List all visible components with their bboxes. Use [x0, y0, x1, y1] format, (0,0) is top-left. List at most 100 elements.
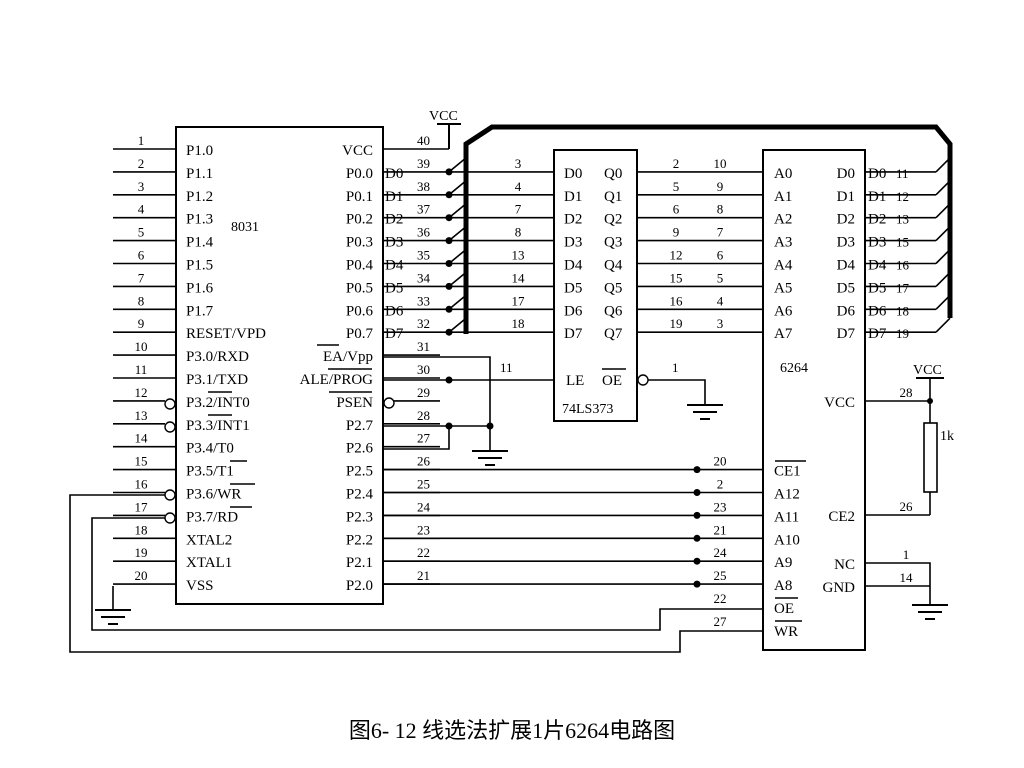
bus-tap-right: [935, 271, 951, 287]
sram-high-label: A10: [774, 532, 800, 548]
mcu-right-pin-label: ALE/PROG: [300, 372, 374, 388]
bus-tap-left: [448, 294, 467, 310]
sram-data-number: 18: [896, 303, 909, 318]
sram-high-label: A8: [774, 578, 792, 594]
mcu-left-pin-number: 11: [135, 362, 148, 377]
sram-data-label: D7: [837, 326, 856, 342]
mcu-left-pin-number: 8: [138, 293, 145, 308]
sram-data-net-label: D1: [868, 189, 886, 205]
mcu-8031: 8031 1P1.02P1.13P1.24P1.35P1.46P1.57P1.6…: [113, 109, 461, 605]
latch-d-label: D5: [564, 280, 582, 296]
mcu-left-pin-label: RESET/VPD: [186, 326, 266, 342]
mcu-right-pin-number: 30: [417, 362, 430, 377]
mcu-right-pin-number: 24: [417, 499, 431, 514]
mcu-right-pin-label: P2.6: [346, 441, 374, 457]
bus-tap-right: [935, 180, 951, 196]
mcu-right-pin-number: 29: [417, 385, 430, 400]
sram-addr-label: A6: [774, 303, 793, 319]
mcu-right-pin-label: P2.7: [346, 418, 374, 434]
mcu-left-pin-label: VSS: [186, 578, 214, 594]
mcu-right-pin-label: P2.2: [346, 532, 373, 548]
sram-right-number: 14: [900, 570, 914, 585]
bus-tap-right: [935, 157, 951, 173]
sram-data-net-label: D4: [868, 258, 887, 274]
bus-tap-right: [935, 317, 951, 333]
ground-icon: [912, 604, 948, 620]
latch-d-label: D2: [564, 212, 582, 228]
mcu-left-pin-label: P1.3: [186, 212, 213, 228]
latch-d-label: D1: [564, 189, 582, 205]
mcu-left-pin-number: 20: [135, 568, 148, 583]
p27-junction-right: [486, 422, 494, 430]
sram-high-label: A9: [774, 555, 792, 571]
mcu-name: 8031: [231, 220, 259, 235]
p27-junction: [445, 422, 453, 430]
int0-bubble: [164, 398, 176, 410]
mcu-right-pin-label: P0.2: [346, 212, 373, 228]
mcu-left-pin-number: 17: [135, 499, 149, 514]
mcu-data-net-label: D6: [385, 303, 404, 319]
latch-body: [553, 149, 638, 422]
mcu-left-pin-label: P1.1: [186, 166, 213, 182]
bus-tap-left: [448, 225, 467, 242]
mcu-data-net-label: D2: [385, 212, 403, 228]
mcu-right-pin-label: EA/Vpp: [323, 349, 373, 365]
sram-addr-label: A1: [774, 189, 792, 205]
ground-icon: [95, 609, 131, 625]
latch-in-number: 14: [512, 270, 526, 285]
sram-high-label: A11: [774, 509, 799, 525]
high-address-junction: [693, 489, 701, 496]
sram-high-number: 22: [714, 591, 727, 606]
ground-icon: [472, 450, 508, 466]
mcu-right-pin-number: 39: [417, 156, 430, 171]
bus-taps: [445, 157, 951, 336]
resistor-1k: [923, 422, 938, 493]
mcu-right-pin-label: P2.3: [346, 509, 373, 525]
sram-right-label: GND: [823, 580, 856, 596]
high-address-junction: [693, 534, 701, 542]
sram-addr-number: 3: [717, 316, 724, 331]
latch-q-label: Q6: [604, 303, 623, 319]
mcu-left-pin-number: 6: [138, 248, 145, 263]
mcu-left-pin-label: P1.4: [186, 235, 214, 251]
sram-high-number: 23: [714, 499, 727, 514]
mcu-left-pin-number: 3: [138, 179, 145, 194]
sram-data-label: D6: [837, 303, 856, 319]
mcu-left-pin-label: XTAL2: [186, 532, 232, 548]
sram-data-net-label: D0: [868, 166, 886, 182]
sram-right-label: NC: [834, 557, 855, 573]
mcu-left-pin-number: 16: [135, 477, 149, 492]
sram-data-net-label: D3: [868, 235, 886, 251]
latch-in-number: 18: [512, 316, 525, 331]
sram-right-number: 28: [900, 385, 913, 400]
mcu-body: [175, 126, 384, 605]
high-address-junction: [693, 466, 701, 474]
sram-addr-number: 6: [717, 248, 724, 263]
mcu-right-pin-label: P0.0: [346, 166, 373, 182]
latch-le-label: LE: [566, 373, 584, 389]
sram-high-number: 21: [714, 522, 727, 537]
mcu-left-pin-number: 18: [135, 522, 148, 537]
sram-data-number: 12: [896, 189, 909, 204]
mcu-left-pin-label: P3.7/RD: [186, 509, 238, 525]
data-bus: [445, 124, 953, 336]
latch-q-label: Q1: [604, 189, 622, 205]
mcu-left-pin-label: P1.6: [186, 280, 214, 296]
resistor-label: 1k: [940, 429, 954, 444]
mcu-left-pin-number: 4: [138, 202, 145, 217]
latch-oe-bubble: [637, 374, 649, 386]
sram-high-number: 25: [714, 568, 727, 583]
latch-out-number: 16: [670, 293, 684, 308]
mcu-left-pin-label: P1.2: [186, 189, 213, 205]
sram-data-label: D1: [837, 189, 855, 205]
mcu-left-pins: 1P1.02P1.13P1.24P1.35P1.46P1.57P1.68P1.7…: [113, 133, 266, 594]
mcu-right-pin-label: P2.5: [346, 464, 373, 480]
mcu-right-pin-number: 21: [417, 568, 430, 583]
sram-body: [762, 149, 866, 651]
mcu-right-pin-number: 31: [417, 339, 430, 354]
latch-d-label: D7: [564, 326, 583, 342]
sram-data-label: D2: [837, 212, 855, 228]
mcu-right-pin-number: 28: [417, 408, 430, 423]
mcu-data-net-label: D4: [385, 258, 404, 274]
latch-q-label: Q5: [604, 280, 622, 296]
